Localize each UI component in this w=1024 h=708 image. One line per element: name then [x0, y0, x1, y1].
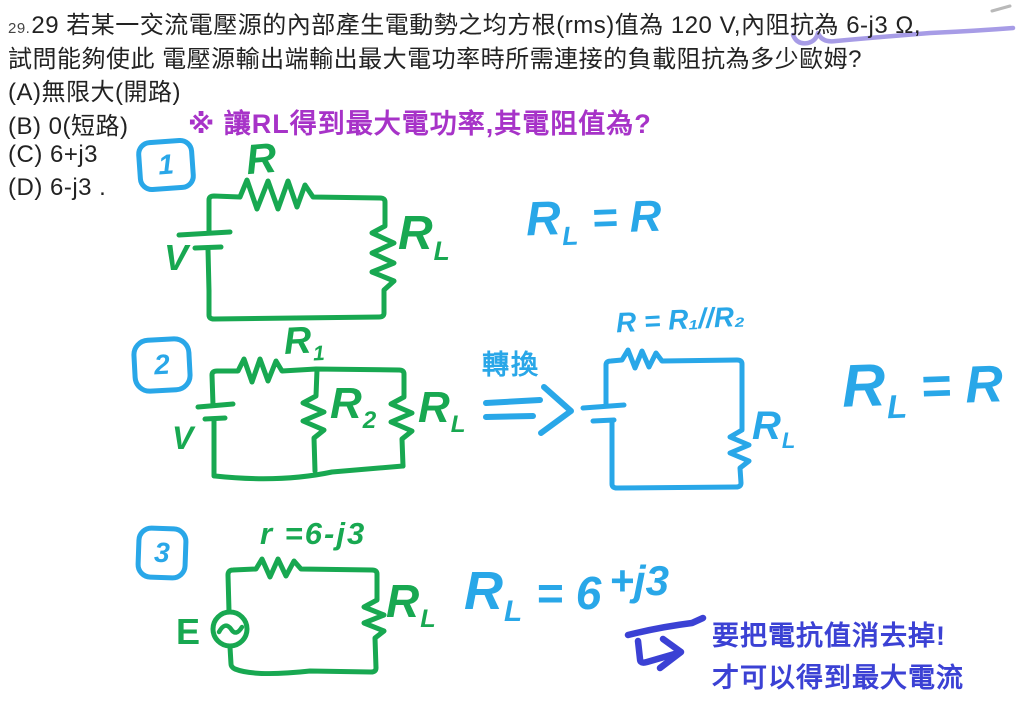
combined-resistance-label: R = R₁//R₂	[615, 300, 746, 339]
reactance-term: +j3	[609, 557, 669, 604]
circuit3-sketch	[210, 556, 387, 677]
transform-arrow-chevron	[538, 384, 574, 436]
transform-arrow-line2	[483, 413, 536, 420]
circuit1-battery-lead	[205, 246, 212, 294]
circled-number-2: 2	[130, 335, 194, 395]
ac-source-circle	[210, 609, 250, 649]
corner-arrow-head	[656, 635, 685, 672]
circuit2-middle-branch	[300, 367, 327, 474]
circuit2-r2-label: R2	[330, 379, 377, 434]
teacher-note: ※ 讓RL得到最大電功率,其電阻值為?	[188, 109, 652, 139]
option-d: (D) 6-j3 .	[8, 174, 107, 201]
circuit1-rl-label: RL	[398, 207, 450, 266]
circuit2-rl-label: RL	[418, 383, 466, 438]
question-underline	[790, 25, 1016, 46]
circuit1-r-label: R	[243, 133, 279, 184]
stray-mark	[990, 4, 1012, 13]
transform-label: 轉換	[482, 350, 540, 380]
transformed-battery-plate-short	[590, 417, 617, 424]
equation3-rl-value: RL= 6+j3	[464, 557, 669, 628]
equation1-rl-equals-r: RL= R	[524, 191, 663, 251]
reactance-emphasis	[624, 614, 707, 672]
transform-arrow	[483, 384, 574, 436]
option-c: (C) 6+j3	[8, 141, 99, 168]
circuit1-battery-plate-long	[176, 229, 233, 238]
circled-number-1: 1	[135, 137, 197, 193]
circuit2-bottom-wire	[212, 463, 406, 482]
ac-source-tilde	[216, 623, 245, 635]
circuit3-rl-label: RL	[386, 575, 436, 634]
underline-wave	[790, 25, 1016, 46]
circuit3-impedance-label: r =6-j3	[260, 516, 367, 551]
circuit3-loop-wire	[225, 556, 387, 677]
circuit1-sketch	[176, 177, 397, 322]
question-small-number: 29.	[8, 20, 31, 37]
footnote-line2: 才可以得到最大電流	[712, 663, 964, 693]
corner-arrow	[634, 637, 682, 666]
equation2-rl-equals-r: RL= R	[840, 351, 1004, 426]
circuit2-v-label: V	[172, 420, 194, 456]
circuit2-top-wire	[209, 356, 415, 469]
circuit2-battery-plate-long	[195, 401, 236, 410]
circuit1-loop-wire	[206, 177, 397, 322]
transformed-rl-label: RL	[752, 404, 796, 453]
option-b: (B) 0(短路)	[8, 113, 129, 140]
question-line1: 29.29 若某一交流電壓源的內部產生電動勢之均方根(rms)值為 120 V,…	[8, 12, 922, 39]
reactance-underline	[624, 614, 707, 639]
question-line2: 試問能夠使此 電壓源輸出端輸出最大電功率時所需連接的負載阻抗為多少歐姆?	[8, 46, 863, 73]
transformed-battery-plate-long	[580, 402, 627, 411]
circuit2-sketch	[195, 356, 415, 482]
transformed-loop-wire	[603, 347, 752, 491]
footnote-line1: 要把電抗值消去掉!	[712, 621, 946, 651]
circuit1-v-label: V	[164, 237, 189, 278]
option-a: (A)無限大(開路)	[8, 79, 181, 106]
transform-arrow-line1	[483, 397, 543, 406]
circuit2-r1-label: R1	[282, 319, 326, 366]
transformed-circuit-sketch	[580, 347, 752, 491]
circuit3-e-label: E	[176, 611, 201, 652]
circled-number-3: 3	[135, 525, 189, 581]
